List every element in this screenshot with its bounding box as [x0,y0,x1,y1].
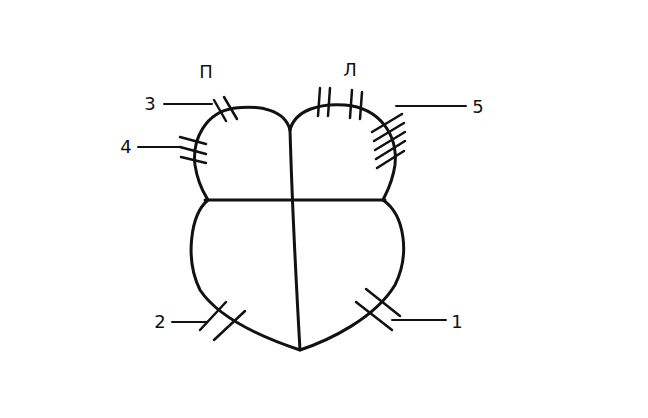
septum-line [290,130,300,350]
side-label: П [199,63,213,81]
callout-number: 4 [120,138,131,156]
left-atrium-outline [290,105,395,200]
callout-number: 1 [451,313,462,331]
atrioventricular-line [205,199,385,202]
leader-lines [138,104,466,322]
suture-marks [180,88,405,340]
right-atrium-outline [195,107,290,200]
callout-number: 2 [154,313,165,331]
side-label: Л [343,61,357,79]
callout-number: 5 [472,98,483,116]
callout-number: 3 [144,95,155,113]
